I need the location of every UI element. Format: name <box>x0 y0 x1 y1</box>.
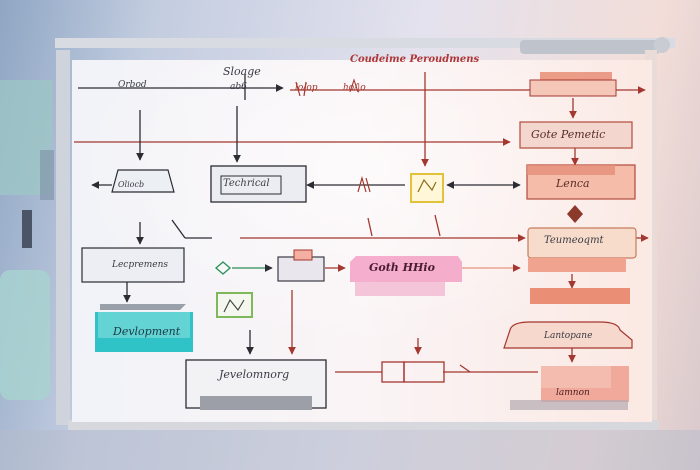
label-oliocb: Oliocb <box>118 180 145 189</box>
label-teumeoqmt: Teumeoqmt <box>544 235 604 246</box>
jevelomnorg-base <box>200 396 312 410</box>
oliocb-box <box>111 169 175 193</box>
gote-pemetic-box <box>519 121 633 149</box>
connector-line <box>459 364 471 373</box>
label-hoio: ho/|o <box>343 83 366 93</box>
label-lenca: Lenca <box>556 177 590 190</box>
scribble-icon <box>349 78 359 93</box>
label-lamnon: lamnon <box>556 388 590 398</box>
sketch-icon <box>223 298 245 313</box>
techrical-inner <box>220 175 282 195</box>
label-lecpremens: Lecpremens <box>112 260 169 270</box>
label-techrical: Techrical <box>223 178 270 189</box>
label-loup: lo/op <box>295 83 318 93</box>
label-goth-hhio: Goth HHio <box>369 261 435 274</box>
lamnon-box-shade <box>541 366 611 388</box>
label-sloage: Sloage <box>223 65 261 78</box>
label-orbod: Orbod <box>118 80 147 90</box>
lantopane-box <box>503 321 633 349</box>
lecpremens-box <box>81 247 185 283</box>
salmon-bar <box>528 258 626 272</box>
board-header-label: Coudeime Peroudmens <box>350 54 480 65</box>
yellow-sketch-box <box>410 173 444 203</box>
label-jevelomnorg: Jevelomnorg <box>219 368 290 381</box>
label-gote-pemetic: Gote Pemetic <box>531 128 606 141</box>
goth-hhio-shadow <box>355 282 445 296</box>
wall-objects <box>0 80 700 470</box>
development-cap <box>100 304 186 310</box>
lamnon-base <box>510 400 628 410</box>
outline-box <box>403 361 445 383</box>
development-box-shade <box>98 312 190 338</box>
sketch-icon <box>417 178 437 193</box>
diagram-boxes <box>81 72 637 410</box>
note-box-salmon <box>529 79 617 97</box>
sketch-block <box>277 256 325 282</box>
connector-line <box>434 214 441 237</box>
lenca-box-bar <box>527 165 615 175</box>
scribble-icon <box>357 175 371 193</box>
connector-line <box>171 219 186 239</box>
techrical-box <box>210 165 307 203</box>
salmon-bar <box>530 288 630 304</box>
small-diamond <box>215 261 231 275</box>
whiteboard-frame <box>55 37 675 430</box>
decision-diamond <box>567 205 583 223</box>
connector-line <box>367 217 373 237</box>
label-development: Devlopment <box>113 325 181 338</box>
scribble-icon <box>295 81 307 97</box>
label-lantopane: Lantopane <box>544 331 593 341</box>
label-ab6: ab6 <box>230 82 247 92</box>
sketch-block-top <box>293 249 313 261</box>
goth-hhio-box <box>350 256 462 282</box>
